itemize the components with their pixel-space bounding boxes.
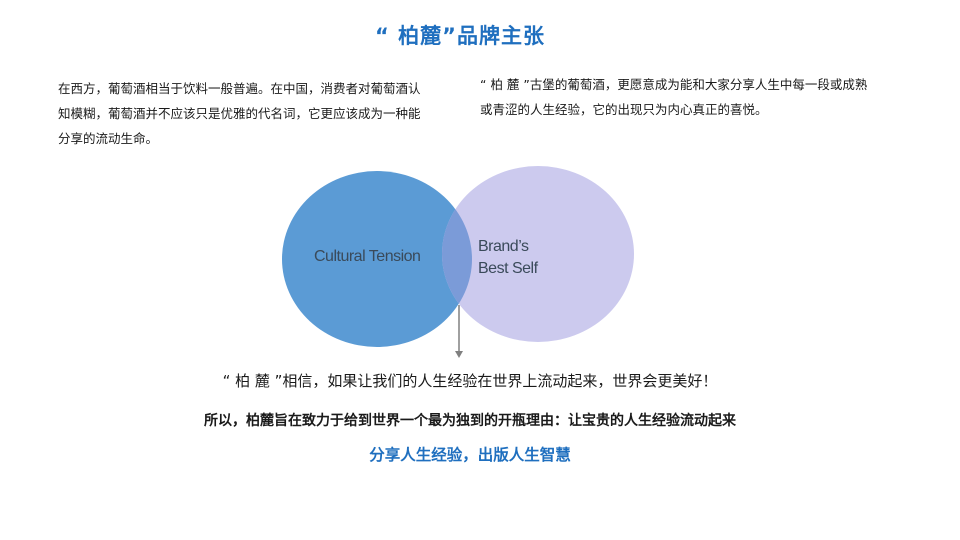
slogan: 分享人生经验，出版人生智慧 [369, 446, 571, 464]
brand-best-self-line2: Best Self [478, 260, 538, 277]
brand-best-self-label: Brand’s Best Self [478, 236, 538, 280]
slide-title: “ 柏麓”品牌主张 [375, 24, 545, 48]
paragraph-brand-wine: “ 柏 麓 ”古堡的葡萄酒，更愿意成为能和大家分享人生中每一段或成熟或青涩的人生… [480, 77, 868, 117]
arrow-down-icon [455, 305, 463, 358]
cultural-tension-label: Cultural Tension [314, 248, 421, 265]
brand-best-self-line1: Brand’s [478, 238, 529, 255]
belief-statement: “ 柏 麓 ”相信，如果让我们的人生经验在世界上流动起来，世界会更美好！ [222, 372, 718, 390]
paragraph-west-vs-china: 在西方，葡萄酒相当于饮料一般普遍。在中国，消费者对葡萄酒认知模糊，葡萄酒并不应该… [58, 81, 421, 146]
brand-best-self-circle [442, 166, 634, 342]
mission-statement: 所以，柏麓旨在致力于给到世界一个最为独到的开瓶理由：让宝贵的人生经验流动起来 [204, 413, 736, 429]
cultural-tension-circle [282, 171, 472, 347]
